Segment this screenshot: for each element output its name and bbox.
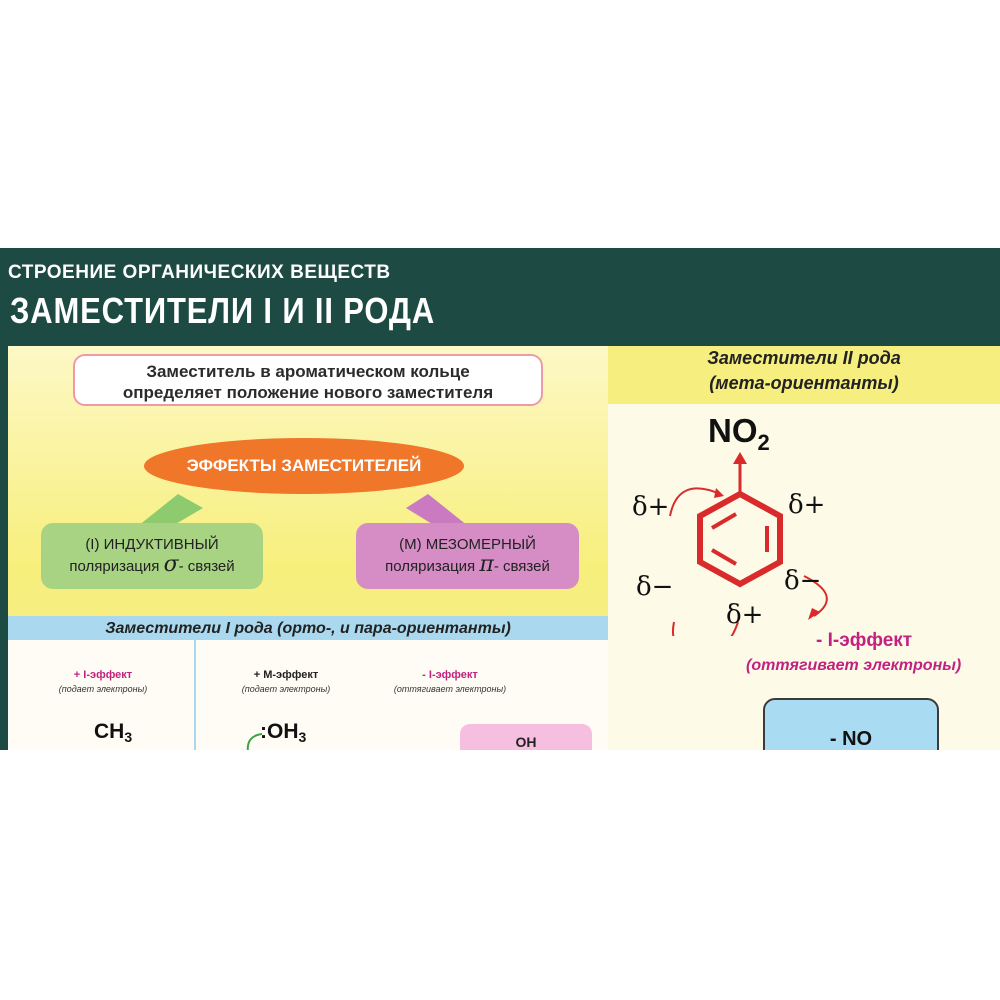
mesomeric-box: (М) МЕЗОМЕРНЫЙ поляризация π- связей xyxy=(356,523,579,589)
effect-plus-m: + М-эффект (подает электроны) xyxy=(241,669,331,694)
no2-substituent-box: - NO xyxy=(763,698,939,750)
intro-box: Заместитель в ароматическом кольце опред… xyxy=(73,354,543,406)
type1-band: Заместители I рода (орто-, и пара-ориент… xyxy=(8,616,608,642)
minus-i-effect-sub: (оттягивает электроны) xyxy=(746,657,962,674)
header-subtitle: СТРОЕНИЕ ОРГАНИЧЕСКИХ ВЕЩЕСТВ xyxy=(8,262,391,283)
intro-line-1: Заместитель в ароматическом кольце xyxy=(146,362,470,381)
effects-oval: ЭФФЕКТЫ ЗАМЕСТИТЕЛЕЙ xyxy=(144,438,464,494)
mesomeric-title: (М) МЕЗОМЕРНЫЙ xyxy=(399,536,536,553)
right-header xyxy=(608,346,1000,404)
formula-oh: :OH3 xyxy=(260,720,307,745)
benzene-ring xyxy=(697,490,783,588)
type2-subtitle: (мета-ориентанты) xyxy=(709,373,899,393)
type2-title: Заместители II рода xyxy=(707,348,901,368)
delta-plus-right: δ+ xyxy=(788,490,826,520)
header-title: ЗАМЕСТИТЕЛИ I И II РОДА xyxy=(10,290,436,331)
delta-plus-bottom: δ+ xyxy=(726,600,764,630)
left-panel: Заместитель в ароматическом кольце опред… xyxy=(8,346,608,750)
minus-i-effect-title: - I-эффект xyxy=(816,630,913,651)
intro-line-2: определяет положение нового заместителя xyxy=(122,383,494,402)
delta-minus-right: δ− xyxy=(784,566,822,596)
formula-ch3: CH3 xyxy=(94,720,133,745)
right-panel: Заместители II рода (мета-ориентанты) NO… xyxy=(608,346,1000,750)
mesomeric-desc: поляризация π- связей xyxy=(385,552,550,577)
effect-minus-i: - I-эффект (оттягивает электроны) xyxy=(393,669,507,694)
inductive-desc: поляризация σ- связей xyxy=(69,552,235,577)
pink-formula-box: OH xyxy=(460,724,592,750)
poster: СТРОЕНИЕ ОРГАНИЧЕСКИХ ВЕЩЕСТВ ЗАМЕСТИТЕЛ… xyxy=(0,248,1000,750)
delta-plus-left: δ+ xyxy=(632,492,670,522)
effect-plus-i: + I-эффект (подает электроны) xyxy=(58,669,148,694)
inductive-title: (I) ИНДУКТИВНЫЙ xyxy=(85,536,219,553)
no2-label: NO2 xyxy=(708,412,770,455)
green-curve-icon xyxy=(246,733,263,750)
column-divider xyxy=(194,640,196,750)
inductive-box: (I) ИНДУКТИВНЫЙ поляризация σ- связей xyxy=(41,523,263,589)
benzene-diagram xyxy=(669,452,828,636)
delta-minus-left: δ− xyxy=(636,572,674,602)
